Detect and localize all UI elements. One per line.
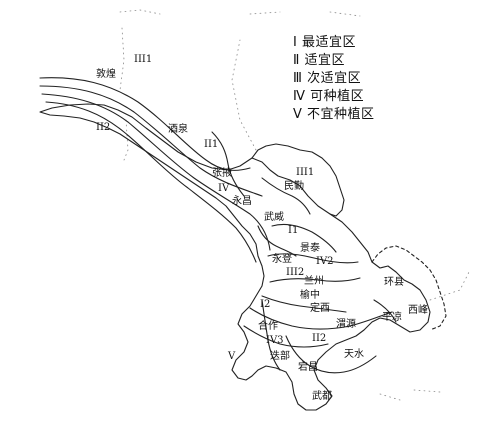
zone-ii1-a: II1 — [204, 139, 218, 150]
east-lobe-outline — [371, 245, 447, 331]
zone-iv-a: IV — [218, 183, 230, 194]
place-labels: 敦煌 酒泉 张掖 民勤 永昌 武威 景泰 永登 兰州 榆中 定西 环县 西峰 平… — [96, 67, 428, 402]
label-dingxi: 定西 — [310, 301, 330, 314]
isoline-6 — [261, 177, 311, 215]
isoline-15 — [373, 299, 397, 323]
minqin-outline — [251, 143, 345, 217]
zone-i2: I2 — [260, 299, 270, 310]
label-jiuquan: 酒泉 — [168, 122, 188, 135]
isoline-4 — [45, 101, 257, 263]
zone-iii1-e: III1 — [296, 167, 314, 178]
zone-ii2-s: II2 — [312, 333, 326, 344]
isoline-2 — [39, 85, 263, 197]
legend-item-4: Ⅳ 可种植区 — [293, 89, 365, 104]
isoline-13 — [261, 299, 281, 371]
outer-dotted-border — [119, 9, 471, 401]
label-wudu: 武都 — [312, 389, 332, 402]
label-huanxian: 环县 — [384, 276, 404, 288]
zone-iii2: III2 — [286, 267, 304, 278]
isoline-5 — [211, 131, 245, 197]
label-weiyuan: 渭源 — [336, 317, 356, 330]
isoline-3 — [41, 93, 271, 251]
zone-iv3: IV3 — [266, 335, 284, 346]
label-wuwei: 武威 — [264, 210, 284, 223]
label-hezuo: 合作 — [258, 319, 278, 332]
isoline-12 — [243, 325, 329, 348]
legend-item-5: Ⅴ 不宜种植区 — [293, 107, 375, 122]
isoline-16 — [257, 225, 297, 257]
isoline-14 — [285, 335, 377, 374]
zone-iii1-nw: III1 — [134, 54, 152, 65]
legend-item-1: Ⅰ 最适宜区 — [293, 35, 356, 50]
label-lanzhou: 兰州 — [304, 274, 324, 287]
isoline-7 — [271, 223, 337, 253]
label-dangchang: 宕昌 — [298, 360, 318, 373]
label-dunhuang: 敦煌 — [96, 67, 116, 80]
isoline-8 — [267, 253, 359, 264]
label-xifeng: 西峰 — [408, 304, 428, 316]
zone-labels: III1 II2 II1 IV III1 I1 IV2 III2 I2 IV3 … — [96, 54, 334, 362]
zone-iv2: IV2 — [316, 256, 334, 267]
label-minqin: 民勤 — [284, 179, 304, 192]
zone-ii2-w: II2 — [96, 122, 110, 133]
isoline-11 — [249, 307, 393, 330]
label-jingtai: 景泰 — [300, 241, 320, 254]
legend-item-3: Ⅲ 次适宜区 — [293, 71, 362, 86]
label-zhangye: 张掖 — [212, 166, 232, 179]
legend: Ⅰ 最适宜区 Ⅱ 适宜区 Ⅲ 次适宜区 Ⅳ 可种植区 Ⅴ 不宜种植区 — [293, 34, 423, 124]
zone-v: V — [227, 351, 236, 362]
label-diebu: 迭部 — [270, 349, 290, 362]
label-yuzhong: 榆中 — [300, 288, 320, 301]
isoline-9 — [269, 277, 361, 283]
legend-item-2: Ⅱ 适宜区 — [293, 53, 346, 68]
province-boundary — [39, 103, 431, 411]
label-tianshui: 天水 — [344, 348, 364, 360]
label-yongdeng: 永登 — [272, 252, 292, 265]
zone-i1: I1 — [288, 225, 298, 236]
isoline-10 — [261, 295, 347, 313]
label-yongchang: 永昌 — [232, 194, 252, 207]
isoline-1 — [39, 77, 251, 171]
label-pingliang: 平凉 — [382, 310, 402, 323]
